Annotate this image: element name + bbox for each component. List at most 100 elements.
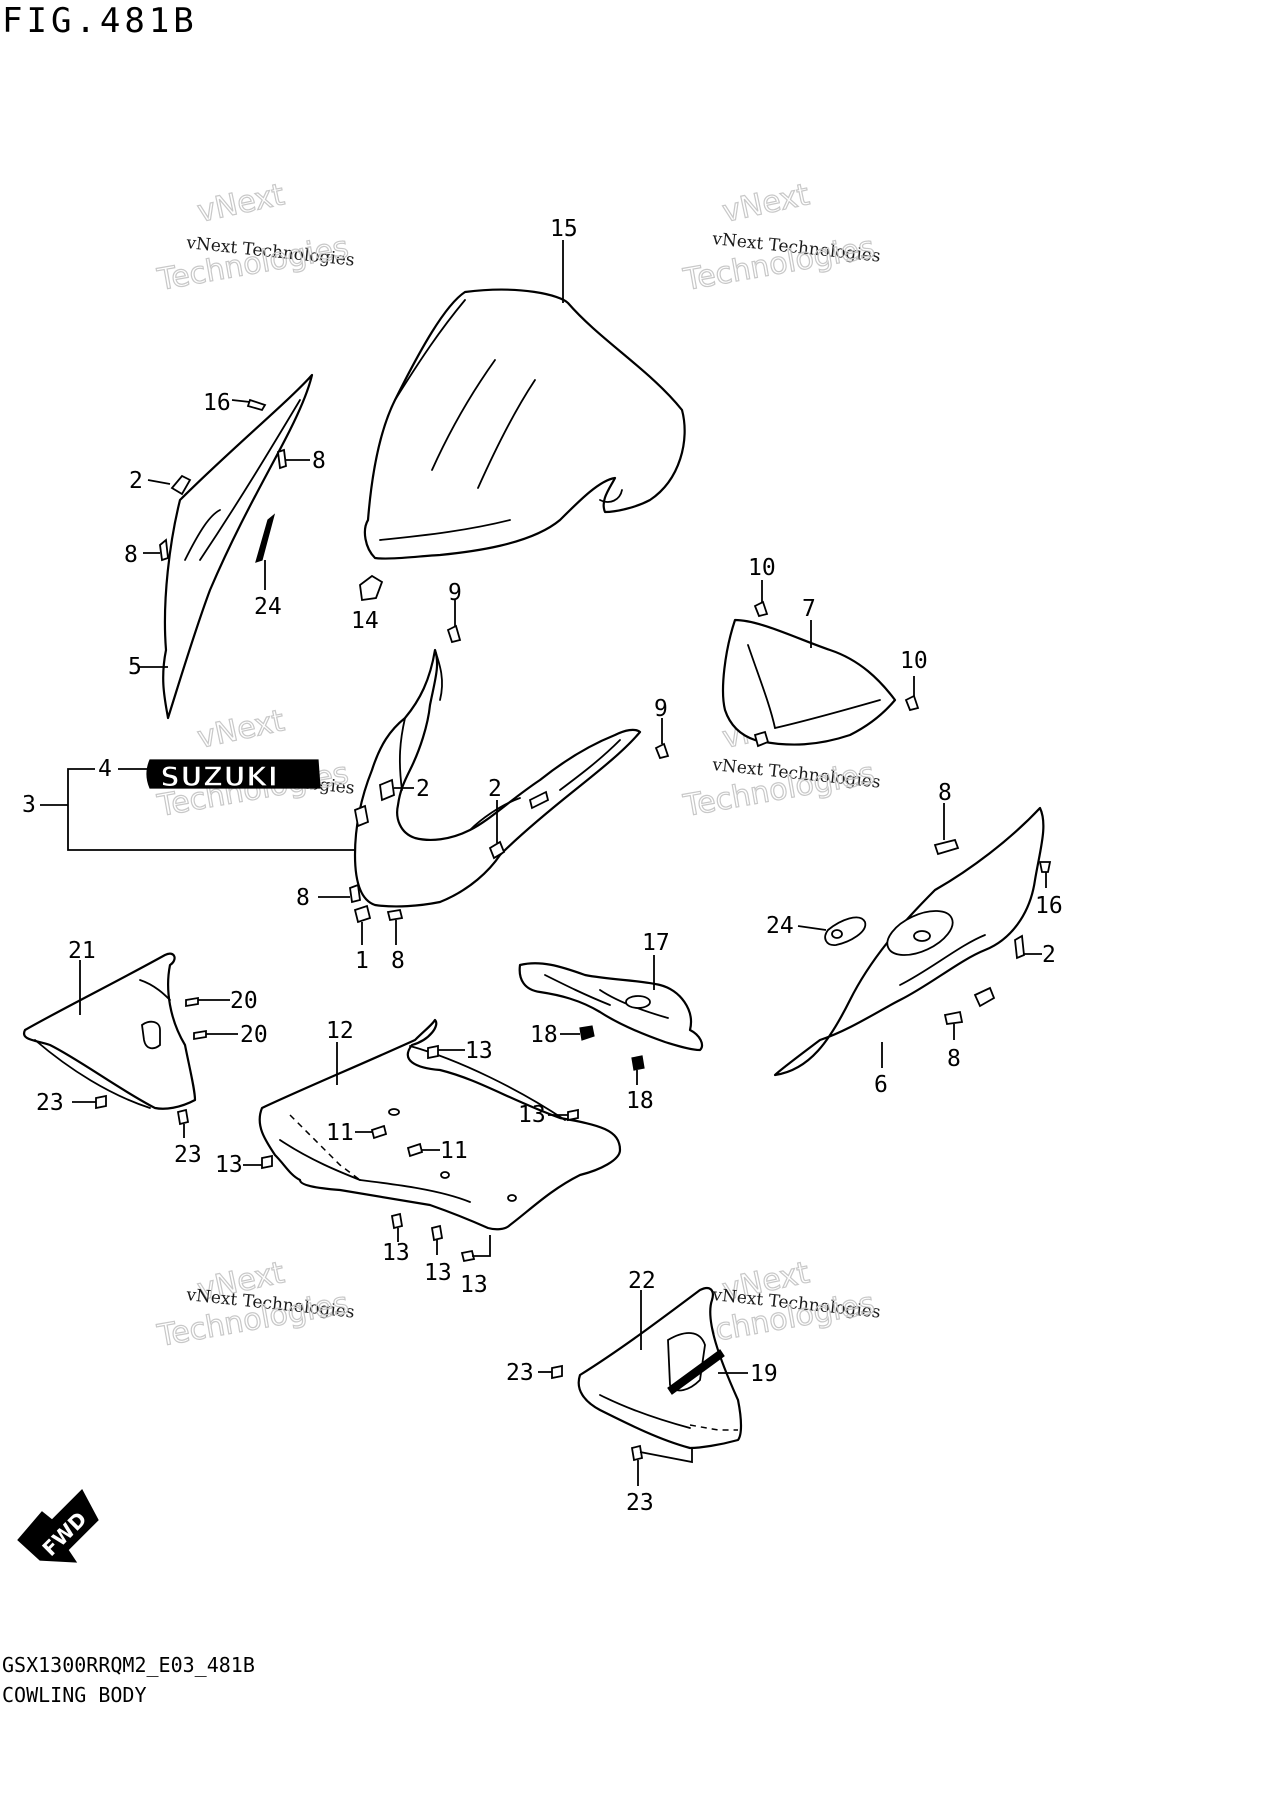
figure-code: GSX1300RRQM2_E03_481B: [2, 1653, 255, 1677]
watermark-top-right: vNext vNext Technologies Technologies: [680, 177, 882, 299]
figure-title: FIG.481B: [2, 1, 198, 41]
callout-13-d: 13: [382, 1240, 410, 1266]
callout-11-a: 11: [326, 1120, 354, 1146]
screw-part-9-right: 9: [654, 696, 670, 760]
callout-15: 15: [550, 216, 578, 242]
clip-part-8-a: 8: [277, 448, 326, 474]
callout-9-top: 9: [448, 580, 462, 606]
callout-23-d: 23: [626, 1490, 654, 1516]
lower-panel-part-21: 21: [22, 938, 197, 1110]
side-panel-part-6: [773, 806, 1045, 1077]
callout-8-d: 8: [391, 948, 405, 974]
upper-cowling-part-3: [353, 648, 642, 908]
clip-part-11-b: 11: [422, 1138, 468, 1164]
side-panel-part-5: 5: [128, 373, 314, 720]
callout-24-left: 24: [254, 594, 282, 620]
callout-22: 22: [628, 1268, 656, 1294]
callout-13-b: 13: [518, 1102, 546, 1128]
callout-23-a: 23: [36, 1090, 64, 1116]
callout-17: 17: [642, 930, 670, 956]
callout-2-far-right: 2: [1042, 942, 1056, 968]
callout-8-f: 8: [947, 1046, 961, 1072]
callout-2-right: 2: [488, 776, 502, 802]
screw-part-10-top: 10: [748, 555, 776, 618]
callout-16-top: 16: [203, 390, 231, 416]
logo-part-4: SUZUKI 4: [98, 756, 321, 794]
callout-8-c: 8: [296, 885, 310, 911]
grommet-part-2-right: 2: [488, 776, 502, 843]
screw-part-23-b: 23: [174, 1108, 202, 1168]
cushion-part-24-left: 24: [254, 513, 282, 620]
screw-part-23-c: 23: [506, 1360, 563, 1386]
clip-part-8-e: 8: [933, 780, 960, 856]
callout-bracket-3: 3: [22, 768, 355, 851]
callout-18-b: 18: [626, 1088, 654, 1114]
clip-part-8-f: 8: [943, 1010, 964, 1072]
callout-21: 21: [68, 938, 96, 964]
callout-9-right: 9: [654, 696, 668, 722]
screw-part-13-f: 13: [460, 1235, 491, 1298]
watermark-top-left: vNext vNext Technologies Technologies: [154, 177, 356, 299]
callout-13-e: 13: [424, 1260, 452, 1286]
callout-10-top: 10: [748, 555, 776, 581]
screw-part-13-c: 13: [215, 1152, 273, 1178]
lower-panel-part-22: 22: [577, 1268, 743, 1450]
callout-10-right: 10: [900, 648, 928, 674]
screw-part-23-a: 23: [36, 1090, 107, 1116]
callout-3: 3: [22, 792, 36, 818]
callout-20-b: 20: [240, 1022, 268, 1048]
screw-part-23-d: 23: [626, 1444, 693, 1516]
cushion-part-19: 19: [718, 1361, 778, 1387]
callout-7: 7: [802, 596, 816, 622]
clip-part-11-a: 11: [326, 1120, 372, 1146]
clip-part-8-c: 8: [296, 883, 361, 911]
suzuki-logo: SUZUKI: [160, 760, 278, 793]
under-cover-part-12: 12: [258, 1018, 622, 1231]
callout-11-b: 11: [440, 1138, 468, 1164]
clip-part-20-b: 20: [193, 1022, 268, 1048]
screw-part-16-right: 16: [1035, 861, 1063, 919]
clip-part-20-a: 20: [185, 988, 258, 1014]
bracket-part-7: 7: [721, 596, 897, 748]
screw-part-13-b: 13: [518, 1102, 579, 1128]
screw-part-13-d: 13: [382, 1212, 410, 1266]
clip-part-14: 14: [351, 574, 384, 634]
callout-12: 12: [326, 1018, 354, 1044]
callout-8-e: 8: [938, 780, 952, 806]
callout-4: 4: [98, 756, 112, 782]
callout-2-mid: 2: [416, 776, 430, 802]
callout-18-a: 18: [530, 1022, 558, 1048]
callout-23-c: 23: [506, 1360, 534, 1386]
callout-13-f: 13: [460, 1272, 488, 1298]
watermark-top: vNext: [719, 177, 812, 230]
screw-part-13-a: 13: [427, 1038, 493, 1064]
callout-23-b: 23: [174, 1142, 202, 1168]
nut-part-1: 1: [353, 904, 372, 974]
forward-arrow-icon: FWD: [17, 1489, 99, 1563]
grommet-part-2-top: 2: [129, 468, 192, 496]
callout-20-a: 20: [230, 988, 258, 1014]
callout-16-right: 16: [1035, 893, 1063, 919]
callout-6: 6: [874, 1072, 888, 1098]
callout-19: 19: [750, 1361, 778, 1387]
callout-8-a: 8: [312, 448, 326, 474]
callout-5: 5: [128, 654, 142, 680]
screw-part-16-top: 16: [203, 390, 267, 416]
callout-1: 1: [355, 948, 369, 974]
screw-part-9-top: 9: [446, 580, 462, 644]
fastener-part-18-a: 18: [530, 1022, 595, 1048]
screw-part-13-e: 13: [424, 1224, 452, 1286]
figure-caption: COWLING BODY: [2, 1683, 147, 1707]
watermark-bottom-left: vNext vNext Technologies Technologies: [154, 1255, 356, 1355]
windscreen-part-15: 15: [363, 216, 686, 560]
callout-13-c: 13: [215, 1152, 243, 1178]
callout-2-top: 2: [129, 468, 143, 494]
grommet-part-2-mid: 2: [394, 776, 430, 802]
screw-part-10-right: 10: [900, 648, 928, 712]
callout-8-b: 8: [124, 542, 138, 568]
inner-cover-part-17: 17: [518, 930, 704, 1052]
fastener-part-18-b: 18: [626, 1055, 654, 1114]
grommet-part-2-far-right: 2: [1024, 942, 1056, 968]
